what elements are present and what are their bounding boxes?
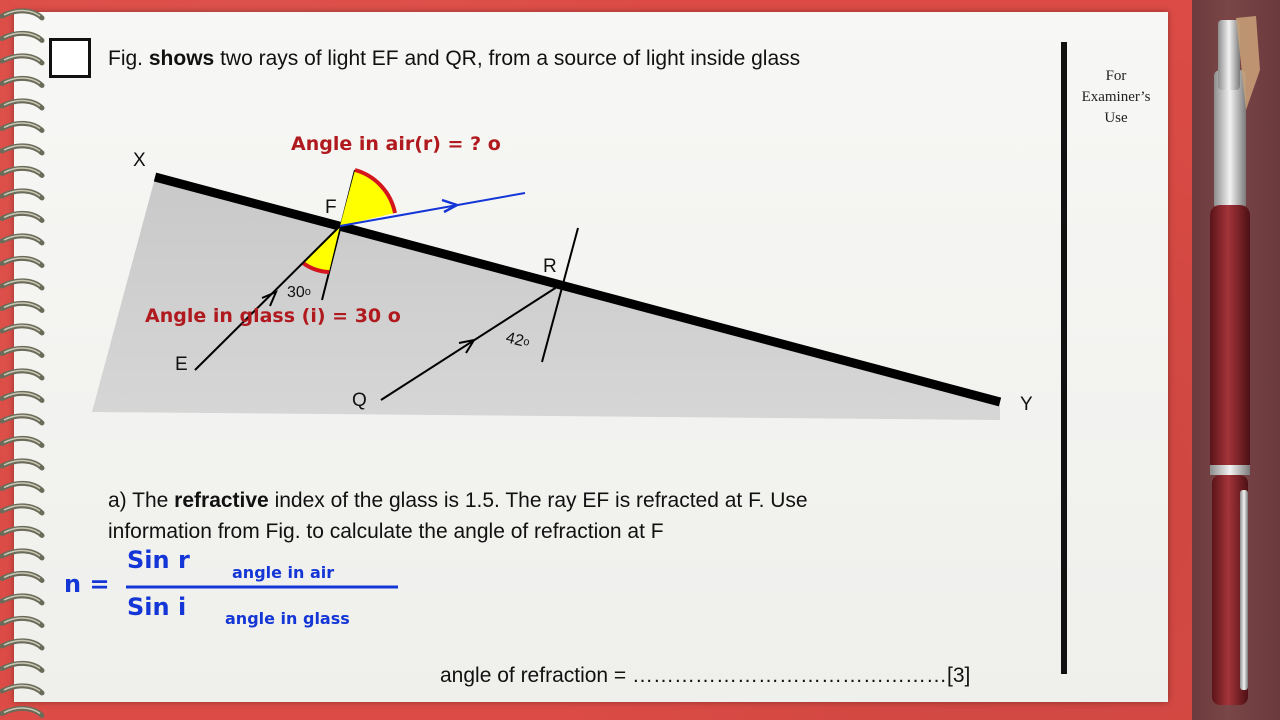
formula-n: n = (64, 570, 110, 598)
spiral-ring-highlight (3, 257, 41, 265)
spiral-ring-highlight (3, 504, 41, 512)
question-checkbox[interactable] (49, 38, 91, 78)
question-a-line-2: information from Fig. to calculate the a… (108, 520, 664, 543)
formula-denominator: Sin i (127, 593, 186, 621)
boundary-line-xy (153, 172, 1002, 407)
ray-ef-arrow (261, 290, 278, 307)
angle-sector-air (340, 170, 395, 226)
spiral-ring-highlight (3, 549, 41, 557)
spiral-ring-highlight (3, 279, 41, 287)
spiral-ring-highlight (3, 9, 41, 17)
label-e: E (175, 354, 188, 375)
examiner-line-3: Use (1104, 110, 1128, 126)
spiral-ring-highlight (3, 594, 41, 602)
annotation-angle-air: Angle in air(r) = ? o (291, 133, 501, 155)
ray-qr-arrow (458, 338, 477, 354)
question-intro: Fig. shows two rays of light EF and QR, … (108, 47, 800, 71)
intro-rest: two rays of light EF and QR, from a sour… (220, 47, 801, 70)
label-q: Q (352, 390, 367, 411)
angle-42-value: 42 (504, 329, 525, 350)
answer-line[interactable]: angle of refraction = ………………………………………[3] (440, 664, 971, 687)
question-a-rest: index of the glass is 1.5. The ray EF is… (274, 489, 808, 512)
spiral-ring-highlight (3, 527, 41, 535)
spiral-ring-highlight (3, 459, 41, 467)
question-a: a) The refractive index of the glass is … (108, 485, 808, 547)
spiral-ring-highlight (3, 414, 41, 422)
spiral-ring-highlight (3, 77, 41, 85)
annotation-angle-glass: Angle in glass (i) = 30 o (145, 305, 401, 327)
refracted-ray (339, 192, 526, 227)
spiral-ring-highlight (3, 234, 41, 242)
spiral-ring-highlight (3, 189, 41, 197)
formula-den-note: angle in glass (225, 609, 350, 628)
spiral-ring-highlight (3, 684, 41, 692)
question-a-prefix: a) The (108, 489, 169, 512)
angle-30-deg: o (305, 286, 311, 298)
spiral-ring-highlight (3, 212, 41, 220)
formula-numerator: Sin r (127, 546, 190, 574)
intro-bold: shows (148, 47, 215, 70)
label-x: X (133, 150, 146, 171)
question-a-bold: refractive (174, 489, 269, 512)
spiral-ring-highlight (3, 324, 41, 332)
spiral-ring-highlight (3, 54, 41, 62)
spiral-ring-highlight (3, 369, 41, 377)
ray-ef (194, 225, 341, 371)
spiral-ring-highlight (3, 144, 41, 152)
spiral-ring-highlight (3, 707, 41, 715)
spiral-ring-highlight (3, 392, 41, 400)
spiral-ring-highlight (3, 347, 41, 355)
ray-qr (380, 284, 561, 401)
examiner-use-label: For Examiner’s Use (1070, 66, 1162, 129)
angle-30-label: 30o (287, 284, 311, 301)
label-y: Y (1020, 394, 1033, 415)
spiral-ring-highlight (3, 167, 41, 175)
angle-42-label: 42o (504, 329, 531, 351)
angle-30-value: 30 (287, 284, 305, 301)
formula-num-note: angle in air (232, 563, 334, 582)
angle-arc-glass (301, 261, 330, 274)
spiral-ring-highlight (3, 32, 41, 40)
spiral-ring-highlight (3, 617, 41, 625)
spiral-ring-highlight (3, 437, 41, 445)
label-f: F (325, 197, 337, 218)
angle-sector-glass (303, 226, 340, 272)
spiral-ring-highlight (3, 572, 41, 580)
label-r: R (543, 256, 557, 277)
refracted-ray-arrow (441, 198, 461, 214)
glass-block (92, 178, 1000, 420)
spiral-ring-highlight (3, 482, 41, 490)
spiral-ring-highlight (3, 99, 41, 107)
normal-at-r (541, 227, 579, 363)
spiral-ring-highlight (3, 302, 41, 310)
examiner-line-1: For (1105, 68, 1127, 84)
spiral-ring-highlight (3, 662, 41, 670)
spiral-ring-highlight (3, 639, 41, 647)
examiner-divider (1061, 42, 1067, 674)
angle-arc-air (354, 168, 397, 214)
spiral-binding (0, 8, 45, 718)
examiner-line-2: Examiner’s (1081, 89, 1151, 105)
intro-prefix: Fig. (108, 47, 144, 70)
pen-icon (1210, 16, 1260, 705)
question-a-line-1: a) The refractive index of the glass is … (108, 485, 808, 516)
spiral-ring-highlight (3, 122, 41, 130)
angle-42-deg: o (522, 336, 531, 349)
